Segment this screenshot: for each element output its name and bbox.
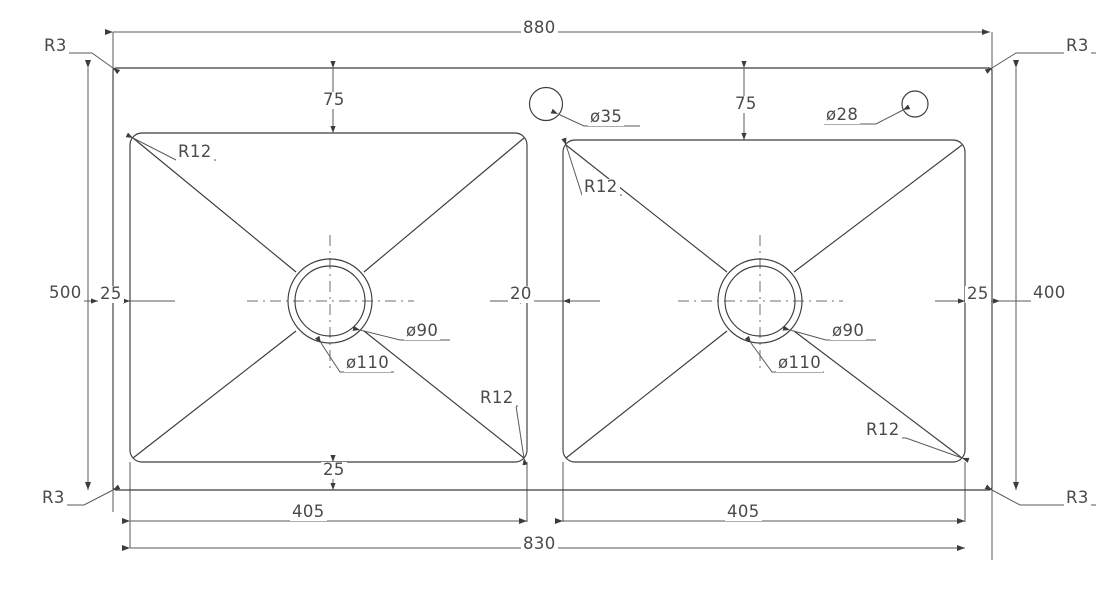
dim-label-405-left: 405 [290,502,327,521]
right-drain [678,235,843,372]
dim-label-830: 830 [521,534,558,553]
dim-label-25-bottom: 25 [321,460,347,479]
leader-r3-top-left [42,52,121,75]
label-r3-bottom-left: R3 [40,488,67,507]
dim-label-405-right: 405 [725,502,762,521]
label-r12-left-top: R12 [176,142,214,161]
dim-label-75-right: 75 [733,94,759,113]
dim-label-20-center: 20 [508,284,534,303]
dim-label-25-right: 25 [965,284,991,303]
label-r3-bottom-right: R3 [1064,488,1091,507]
left-drain [247,235,414,372]
label-dia28: ø28 [824,105,861,124]
label-underlines [40,52,1096,506]
label-dia90-right: ø90 [830,321,867,340]
left-bowl-outline [130,133,527,462]
dim-label-500: 500 [47,283,84,302]
label-dia110-right: ø110 [776,353,824,372]
right-bowl-outline [563,140,965,462]
leader-r12-left-bottom [478,405,528,466]
label-r12-left-bottom: R12 [478,388,516,407]
label-dia35: ø35 [588,107,625,126]
faucet-hole-small [902,91,928,117]
sink-outer-body [113,68,992,490]
dim-label-25-left: 25 [98,284,124,303]
leader-r3-bottom-right [984,484,1064,506]
leader-r12-right-bottom [864,437,970,463]
label-r3-top-right: R3 [1064,36,1091,55]
dim-label-400: 400 [1031,283,1068,302]
label-r12-right-top: R12 [582,177,620,196]
label-r12-right-bottom: R12 [864,420,902,439]
faucet-hole-large [530,88,563,121]
label-dia90-left: ø90 [404,321,441,340]
left-bowl-slope-lines [133,138,524,458]
label-r3-top-left: R3 [42,36,69,55]
label-dia110-left: ø110 [344,353,392,372]
right-bowl-slope-lines [566,145,962,458]
leader-r3-top-right [984,52,1064,74]
dim-label-75-left: 75 [321,90,347,109]
dim-label-880: 880 [521,18,558,37]
